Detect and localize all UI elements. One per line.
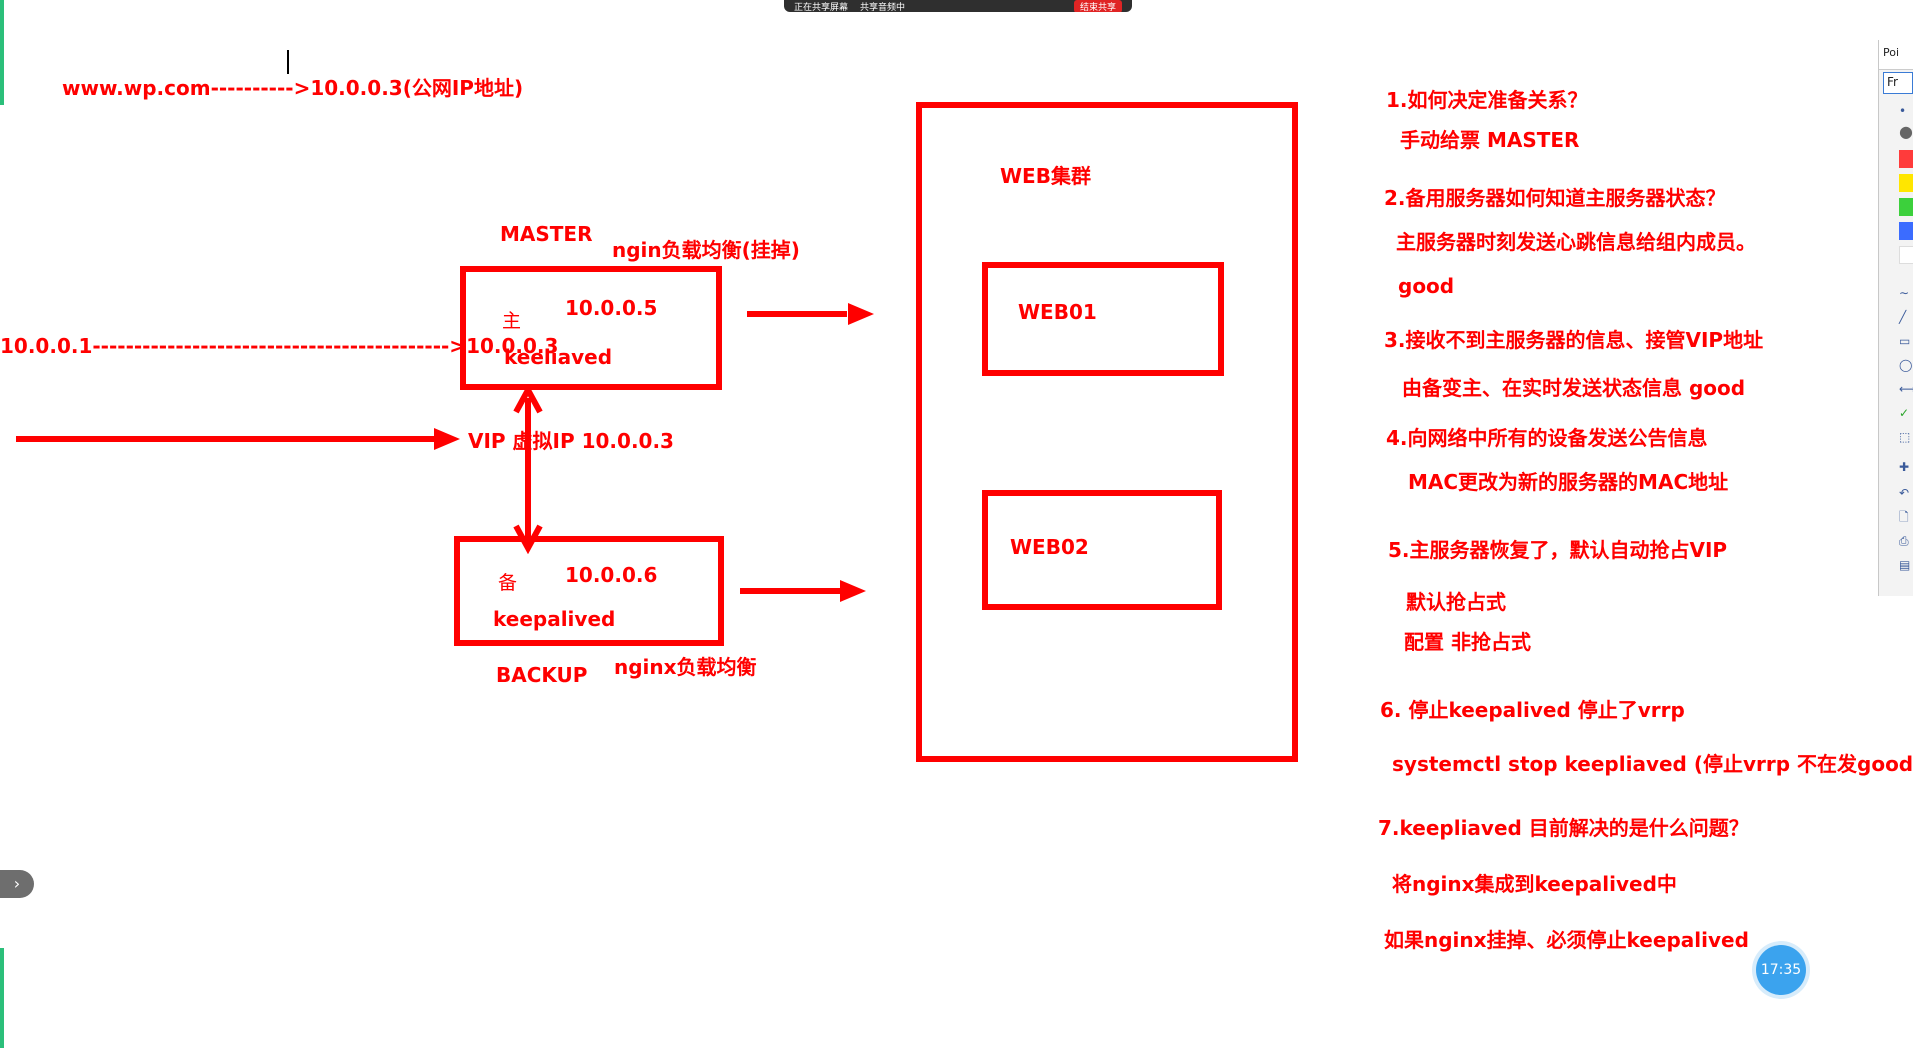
toolbar-tab[interactable]: Poi [1879, 40, 1913, 70]
color-swatch-white[interactable] [1899, 246, 1913, 264]
color-swatch-green[interactable] [1899, 198, 1913, 216]
master-node-box [460, 266, 722, 390]
note-5-config: 配置 非抢占式 [1404, 630, 1531, 654]
note-2-question: 2.备用服务器如何知道主服务器状态？ [1384, 186, 1726, 210]
page-icon[interactable]: 🗋 [1899, 510, 1909, 524]
backup-note: nginx负载均衡 [614, 655, 757, 679]
web01-label: WEB01 [1018, 300, 1097, 324]
small-dot-icon[interactable]: • [1899, 104, 1907, 118]
master-note: ngin负载均衡(挂掉) [612, 238, 800, 262]
web02-label: WEB02 [1010, 535, 1089, 559]
note-6-question: 6. 停止keepalived 停止了vrrp [1380, 698, 1685, 722]
backup-ip: 10.0.0.6 [565, 563, 658, 587]
heartbeat-arrow [513, 384, 543, 554]
backup-arrow-head [840, 580, 866, 602]
ellipse-icon[interactable]: ◯ [1899, 358, 1913, 372]
master-service: keeliaved [504, 345, 613, 369]
client-arrow-head [434, 428, 460, 450]
share-audio-status[interactable]: 共享音频中 [860, 2, 906, 13]
web-cluster-title: WEB集群 [1000, 164, 1091, 188]
note-4-question: 4.向网络中所有的设备发送公告信息 [1386, 426, 1708, 450]
end-share-button[interactable]: 结束共享 [1073, 0, 1122, 12]
freehand-icon[interactable]: ∼ [1899, 286, 1910, 300]
vip-label: VIP 虚拟IP 10.0.0.3 [468, 429, 674, 453]
master-char: 主 [502, 310, 522, 332]
undo-icon[interactable]: ↶ [1899, 486, 1910, 500]
note-7-answer-1: 将nginx集成到keepalived中 [1392, 872, 1677, 896]
backup-char: 备 [498, 572, 518, 594]
note-5-default: 默认抢占式 [1406, 590, 1506, 614]
drawing-toolbar: Poi Fr • ● ∼ ╱ ▭ ◯ ⟷ ✓ ⬚ ✚ ↶ 🗋 ⎙ ▤ [1878, 40, 1913, 596]
text-caret [287, 50, 289, 74]
note-4-answer: MAC更改为新的服务器的MAC地址 [1408, 470, 1729, 494]
note-1-question: 1.如何决定准备关系？ [1386, 88, 1588, 112]
large-dot-icon[interactable]: ● [1899, 122, 1913, 141]
note-7-question: 7.keepliaved 目前解决的是什么问题？ [1378, 816, 1749, 840]
note-2-good: good [1398, 274, 1455, 298]
left-edge-accent-top [0, 0, 4, 105]
master-arrow-line [747, 311, 847, 317]
backup-arrow-line [740, 588, 840, 594]
share-status: 正在共享屏幕 [794, 2, 849, 13]
left-edge-accent-bottom [0, 948, 4, 1048]
backup-node-box [454, 536, 724, 646]
arrow-icon[interactable]: ⟷ [1899, 382, 1913, 396]
note-2-answer: 主服务器时刻发送心跳信息给组内成员。 [1396, 230, 1756, 254]
note-5-question: 5.主服务器恢复了，默认自动抢占VIP [1388, 538, 1728, 562]
select-icon[interactable]: ⬚ [1899, 430, 1911, 444]
line-icon[interactable]: ╱ [1899, 310, 1907, 324]
screen-share-bar: 正在共享屏幕 共享音频中 结束共享 [784, 0, 1132, 12]
client-arrow-line [16, 436, 446, 442]
master-ip: 10.0.0.5 [565, 296, 658, 320]
web02-box [982, 490, 1222, 610]
rectangle-icon[interactable]: ▭ [1899, 334, 1911, 348]
screen-icon[interactable]: ▤ [1899, 558, 1911, 572]
domain-mapping-text: www.wp.com---------->10.0.0.3(公网IP地址) [62, 76, 524, 100]
master-arrow-head [848, 303, 874, 325]
note-3-answer: 由备变主、在实时发送状态信息 good [1402, 376, 1746, 400]
collapse-panel-button[interactable]: › [0, 870, 34, 898]
print-icon[interactable]: ⎙ [1899, 534, 1909, 548]
toolbar-field[interactable]: Fr [1883, 72, 1913, 94]
add-icon[interactable]: ✚ [1899, 460, 1910, 474]
floating-clock[interactable]: 17:35 [1756, 945, 1806, 995]
note-7-answer-2: 如果nginx挂掉、必须停止keepalived [1384, 928, 1749, 952]
color-swatch-blue[interactable] [1899, 222, 1913, 240]
master-role-label: MASTER [500, 222, 593, 246]
backup-role-label: BACKUP [496, 663, 588, 687]
note-6-command: systemctl stop keepliaved (停止vrrp 不在发goo… [1392, 752, 1913, 776]
web01-box [982, 262, 1224, 376]
color-swatch-red[interactable] [1899, 150, 1913, 168]
note-1-answer: 手动给票 MASTER [1400, 128, 1580, 152]
color-swatch-yellow[interactable] [1899, 174, 1913, 192]
note-3-question: 3.接收不到主服务器的信息、接管VIP地址 [1384, 328, 1764, 352]
web-cluster-box [916, 102, 1298, 762]
check-icon[interactable]: ✓ [1899, 406, 1910, 420]
backup-service: keepalived [493, 607, 616, 631]
